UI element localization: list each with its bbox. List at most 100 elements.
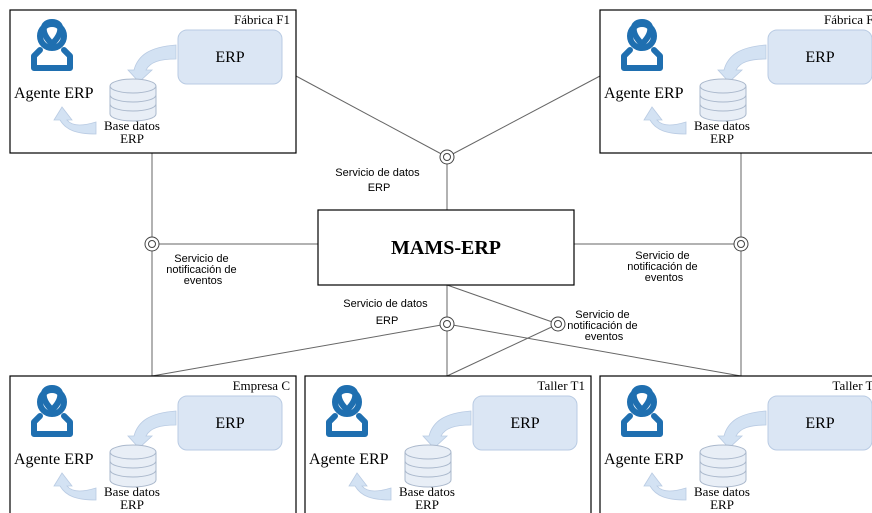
database-icon	[699, 444, 747, 488]
label-right-events-line2: notificación de	[627, 261, 697, 273]
agent-label: Agente ERP	[14, 451, 94, 468]
label-top-data: Servicio de datos ERP	[335, 167, 422, 194]
label-bottom-events-line1: Servicio de	[575, 309, 629, 321]
agent-label: Agente ERP	[14, 85, 94, 102]
connector-bottom-data-t2	[446, 323, 742, 377]
connector-lines	[151, 75, 742, 377]
database-icon	[404, 444, 452, 488]
database-rings	[404, 460, 452, 478]
erp-system-box	[177, 395, 283, 451]
label-left-events: Servicio de notificación de eventos	[166, 253, 239, 287]
node-title: Fábrica F1	[234, 12, 290, 27]
erp-label: ERP	[215, 415, 244, 432]
database-icon	[109, 78, 157, 122]
agent-icon-head-circle	[37, 387, 67, 417]
database-icon	[109, 444, 157, 488]
agent-label: Agente ERP	[604, 85, 684, 102]
erp-label: ERP	[510, 415, 539, 432]
node-title: Taller T2	[832, 378, 872, 393]
agent-icon-body	[621, 47, 663, 71]
database-top	[109, 78, 157, 94]
connector-bottom-data-empresa	[151, 323, 448, 377]
label-bottom-data: Servicio de datos ERP	[343, 298, 430, 327]
db-label-line1: Base datos	[694, 118, 750, 133]
erp-label: ERP	[805, 49, 834, 66]
database-top	[699, 78, 747, 94]
node-title: Empresa C	[233, 378, 290, 393]
erp-label: ERP	[215, 49, 244, 66]
agent-user-icon	[621, 19, 663, 71]
label-bottom-events-line2: notificación de	[567, 320, 637, 332]
database-top	[699, 444, 747, 460]
db-label-line1: Base datos	[104, 484, 160, 499]
erp-to-db-arrow-icon	[717, 44, 767, 83]
label-top-data-line2: ERP	[368, 182, 391, 194]
label-left-events-line3: eventos	[184, 275, 223, 287]
database-body	[699, 86, 747, 122]
agent-icon-body	[326, 413, 368, 437]
node-title: Fábrica F2	[824, 12, 872, 27]
socket-top-data	[439, 149, 455, 165]
agent-icon-head-circle	[37, 21, 67, 51]
label-right-events-line3: eventos	[645, 272, 684, 284]
erp-to-db-arrow-icon	[422, 410, 472, 449]
db-to-agent-arrow-icon	[53, 472, 97, 501]
label-top-data-line1: Servicio de datos	[335, 167, 420, 179]
agent-icon-head-circle	[332, 387, 362, 417]
connector-center-bottom-events	[446, 284, 559, 325]
db-label-line1: Base datos	[399, 484, 455, 499]
database-rings	[699, 460, 747, 478]
mams-erp-label: MAMS-ERP	[391, 237, 501, 259]
db-label-line2: ERP	[710, 497, 734, 512]
connector-f1-top-data	[295, 75, 448, 158]
erp-system-box	[767, 29, 872, 85]
agent-label: Agente ERP	[604, 451, 684, 468]
connector-bottom-events-t1	[446, 323, 559, 377]
label-bottom-events-line3: eventos	[585, 331, 624, 343]
erp-to-db-arrow-icon	[127, 44, 177, 83]
db-label-line2: ERP	[120, 131, 144, 146]
erp-label: ERP	[805, 415, 834, 432]
label-left-events-line2: notificación de	[166, 264, 236, 276]
erp-system-box	[177, 29, 283, 85]
label-right-events-line1: Servicio de	[635, 250, 689, 262]
agent-user-icon	[621, 385, 663, 437]
label-right-events: Servicio de notificación de eventos	[627, 250, 700, 284]
database-rings	[699, 94, 747, 112]
label-left-events-line1: Servicio de	[174, 253, 228, 265]
agent-user-icon	[31, 385, 73, 437]
database-body	[404, 452, 452, 488]
db-to-agent-arrow-icon	[348, 472, 392, 501]
db-to-agent-arrow-icon	[643, 472, 687, 501]
agent-icon-head-circle	[627, 21, 657, 51]
agent-label: Agente ERP	[309, 451, 389, 468]
erp-to-db-arrow-icon	[127, 410, 177, 449]
db-to-agent-arrow-icon	[643, 106, 687, 135]
db-label-line2: ERP	[120, 497, 144, 512]
database-body	[109, 86, 157, 122]
erp-to-db-arrow-icon	[717, 410, 767, 449]
agent-icon-body	[31, 47, 73, 71]
socket-right-events	[733, 236, 749, 252]
db-label-line2: ERP	[415, 497, 439, 512]
database-top	[404, 444, 452, 460]
label-bottom-data-line2: ERP	[376, 315, 399, 327]
agent-user-icon	[326, 385, 368, 437]
database-rings	[109, 460, 157, 478]
agent-icon-body	[31, 413, 73, 437]
database-top	[109, 444, 157, 460]
interface-sockets	[144, 149, 749, 332]
mams-erp-box: MAMS-ERP	[317, 209, 575, 286]
agent-icon-body	[621, 413, 663, 437]
socket-bottom-events	[550, 316, 566, 332]
erp-system-box	[472, 395, 578, 451]
database-rings	[109, 94, 157, 112]
connector-f2-top-data	[446, 75, 601, 158]
node-title: Taller T1	[537, 378, 585, 393]
interface-labels: Servicio de datos ERP Servicio de notifi…	[166, 167, 700, 343]
database-body	[699, 452, 747, 488]
